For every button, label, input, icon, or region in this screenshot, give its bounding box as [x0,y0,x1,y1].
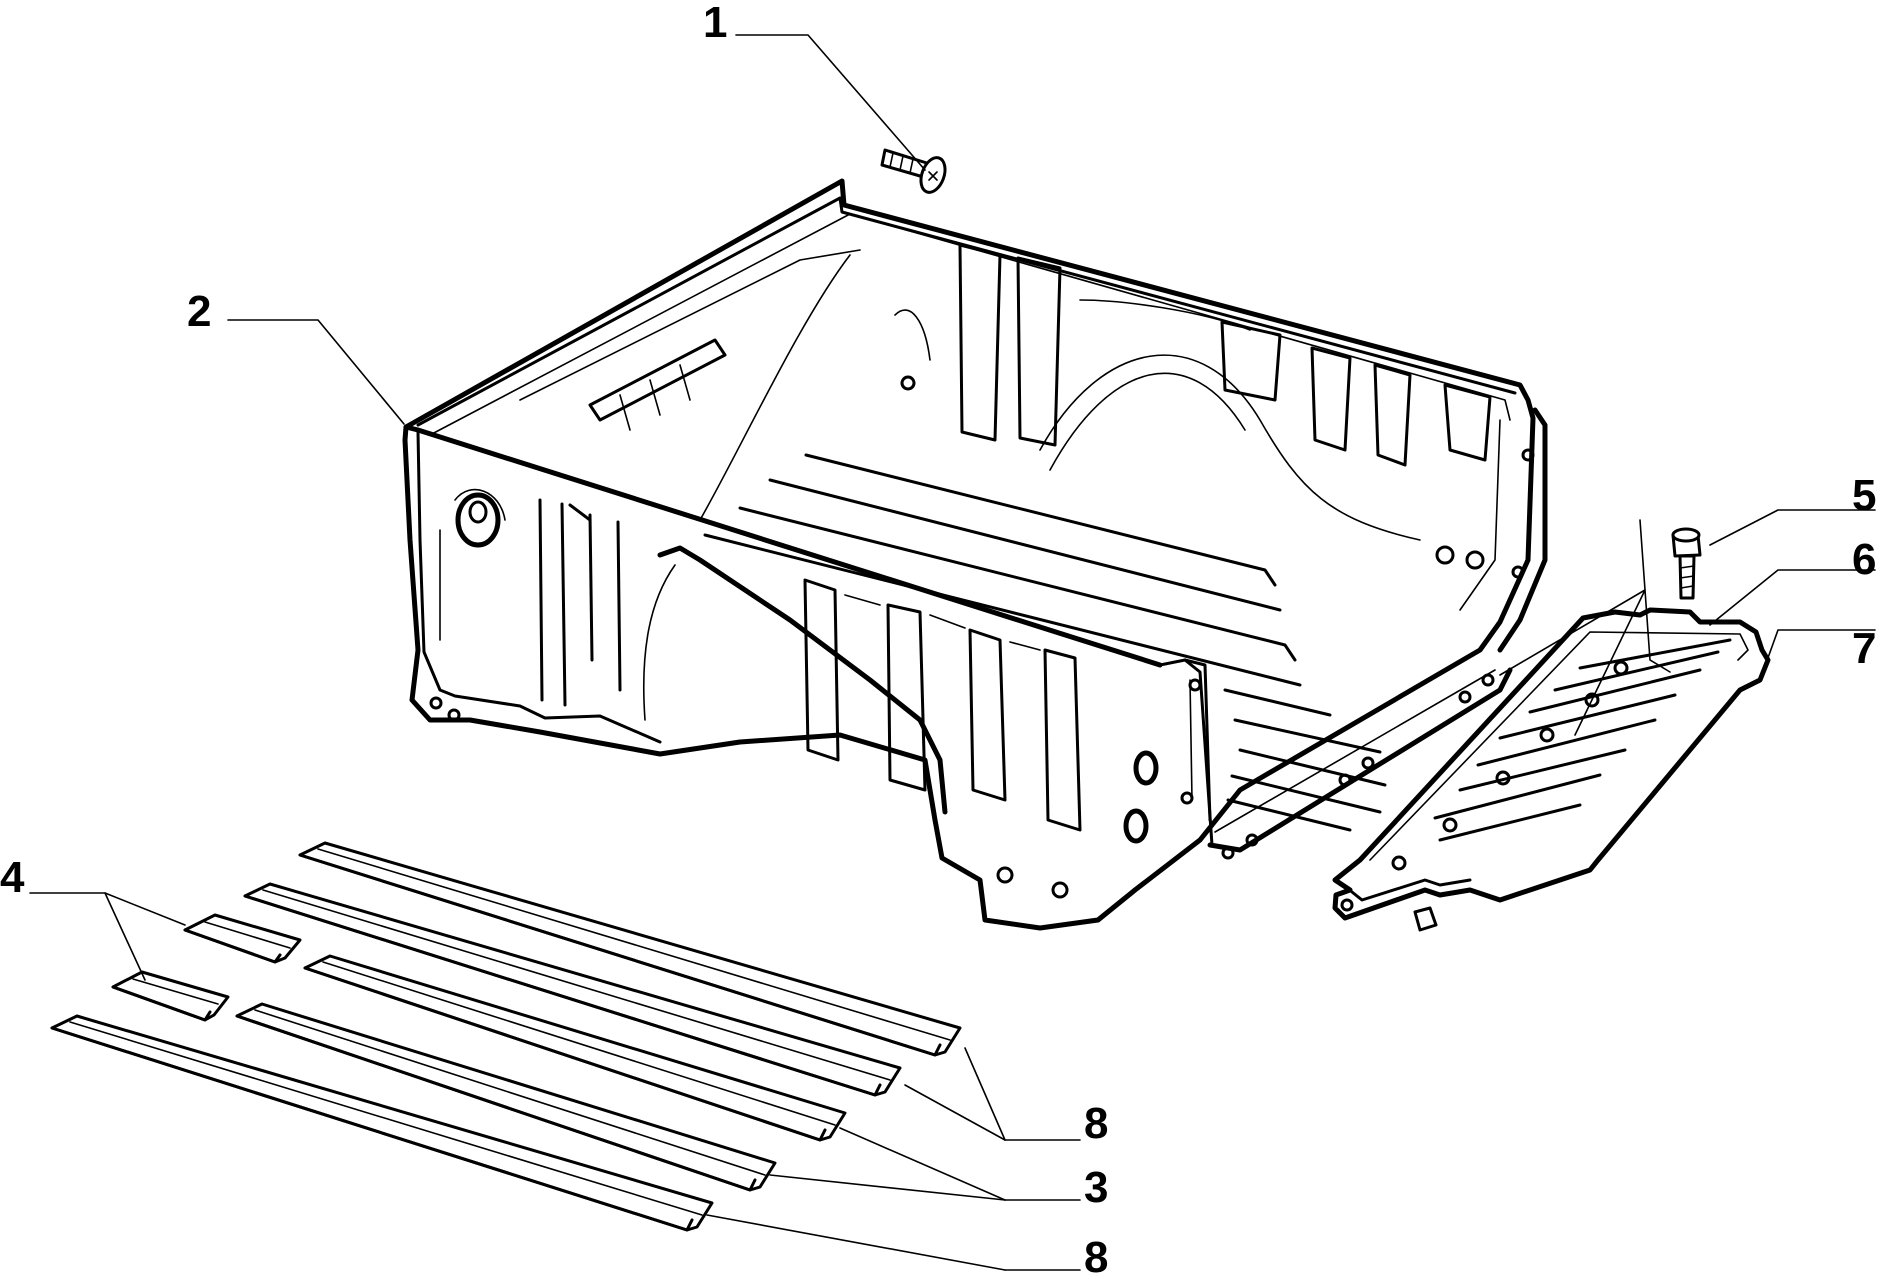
part-5-bolt [1671,527,1702,600]
callout-1: 1 [703,0,727,47]
part-4-block-upper [183,913,302,964]
callout-8-lower: 8 [1084,1233,1108,1279]
callout-8-upper: 8 [1084,1099,1108,1148]
part-7-cover-plate [1332,607,1771,932]
callout-stubs [1004,1139,1081,1271]
part-1-bolt [880,148,947,194]
part-3-strip-a [243,882,902,1097]
callout-3: 3 [1084,1163,1108,1212]
callout-4: 4 [0,853,25,902]
callout-7: 7 [1852,624,1876,673]
part-8-strip-top [298,841,962,1057]
part-8-strip-bottom [50,1014,714,1232]
leader-lines [29,34,1876,1271]
callout-5: 5 [1852,471,1876,520]
part-2-cargo-bed [402,178,1548,931]
callout-6: 6 [1852,535,1876,584]
callout-2: 2 [187,287,211,336]
part-3-strip-b [303,954,847,1142]
part-3-strip-c [235,1002,777,1192]
part-4-block-lower [111,970,230,1022]
